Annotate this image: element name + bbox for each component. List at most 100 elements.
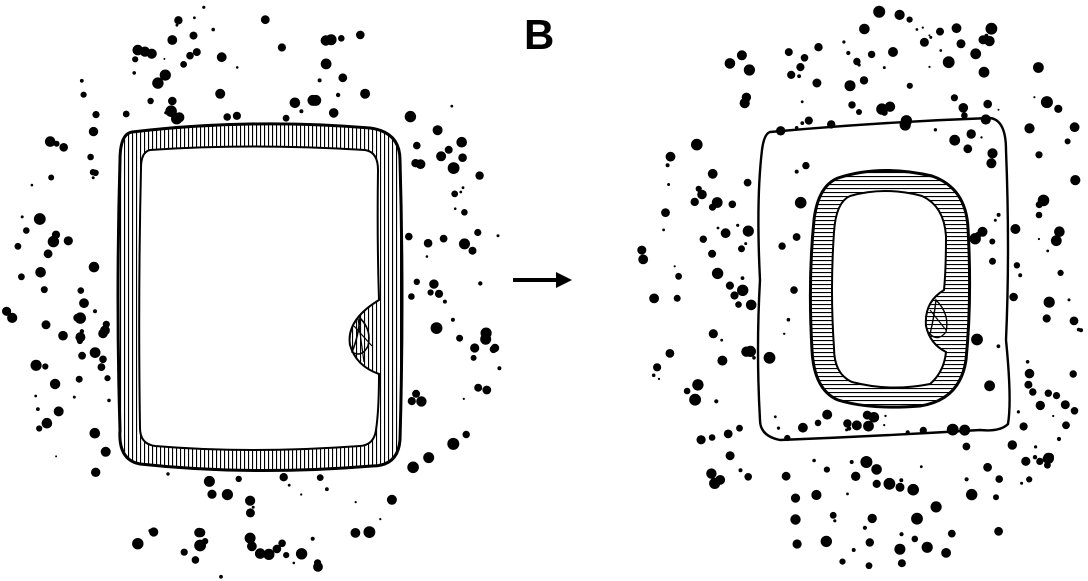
cell-dot	[653, 363, 661, 371]
cell-dot	[876, 103, 887, 114]
cell-dot	[708, 169, 718, 179]
cell-dot	[674, 265, 676, 267]
cell-dot	[736, 224, 739, 227]
cell-dot	[1044, 462, 1051, 469]
cell-dot	[48, 236, 59, 247]
cell-dot	[801, 54, 809, 62]
cell-dot	[859, 24, 870, 35]
cell-dot	[326, 34, 337, 45]
cell-dot	[868, 514, 877, 523]
cell-dot	[1035, 151, 1042, 158]
cell-dot	[15, 243, 22, 250]
cell-dot	[661, 208, 670, 217]
cell-dot	[92, 176, 95, 179]
cell-dot	[697, 190, 707, 200]
cell-dot	[278, 540, 286, 548]
cell-dot	[445, 146, 453, 154]
cell-dot	[471, 355, 477, 361]
cell-dot	[916, 28, 919, 31]
cell-dot	[922, 27, 924, 29]
cell-dot	[31, 184, 34, 187]
cell-dot	[899, 478, 903, 482]
cell-dot	[338, 35, 345, 42]
cell-dot	[637, 246, 646, 255]
cell-dot	[934, 128, 937, 131]
cell-dot	[730, 291, 738, 299]
cell-dot	[947, 424, 959, 436]
cell-dot	[795, 170, 799, 174]
cell-dot	[222, 489, 233, 500]
cell-dot	[774, 415, 777, 418]
cell-dot	[1008, 440, 1017, 449]
cell-dot	[997, 344, 1001, 348]
cell-dot	[196, 528, 205, 537]
cell-dot	[787, 318, 791, 322]
cell-dot	[726, 451, 735, 460]
cell-dot	[967, 129, 976, 138]
cell-dot	[1014, 262, 1020, 268]
cell-dot	[236, 66, 239, 69]
cell-dot	[833, 519, 836, 522]
cell-dot	[152, 77, 163, 88]
cell-dot	[907, 484, 919, 496]
cell-dot	[314, 559, 321, 566]
cell-dot	[714, 399, 718, 403]
cell-dot	[1070, 317, 1079, 326]
cell-dot	[1021, 457, 1030, 466]
cell-dot	[475, 171, 483, 179]
cell-dot	[132, 538, 143, 549]
cell-dot	[245, 496, 255, 506]
cell-dot	[459, 191, 462, 194]
cell-dot	[700, 236, 707, 243]
cell-dot	[163, 58, 165, 60]
cell-dot	[845, 80, 856, 91]
cell-dot	[963, 144, 972, 153]
cell-dot	[423, 452, 434, 463]
cell-dot	[103, 321, 110, 328]
cell-dot	[42, 418, 53, 429]
cell-dot	[744, 473, 752, 481]
cell-dot	[712, 268, 723, 279]
cell-dot	[429, 279, 438, 288]
cell-dot	[793, 233, 801, 241]
cell-dot	[35, 267, 46, 278]
cell-dot	[174, 16, 182, 24]
cell-dot	[90, 428, 101, 439]
cell-dot	[674, 295, 681, 302]
cell-dot	[193, 33, 197, 37]
cell-dot	[329, 108, 339, 118]
cell-dot	[34, 395, 37, 398]
cell-dot	[413, 142, 421, 150]
cell-dot	[80, 79, 84, 83]
cell-dot	[81, 92, 87, 98]
cell-dot	[898, 559, 906, 567]
cell-dot	[863, 411, 872, 420]
cell-dot	[994, 527, 1003, 536]
cell-dot	[1009, 293, 1018, 302]
cell-dot	[223, 113, 231, 121]
cell-dot	[797, 74, 801, 78]
cell-dot	[204, 476, 215, 487]
cell-dot	[782, 472, 791, 481]
cell-dot	[436, 151, 446, 161]
cell-dot	[64, 236, 73, 245]
cell-dot	[98, 329, 108, 339]
cell-dot	[883, 66, 886, 69]
cell-dot	[936, 28, 944, 36]
cell-dot	[78, 352, 86, 360]
cell-dot	[986, 23, 998, 35]
cell-dot	[649, 294, 659, 304]
cell-dot	[957, 39, 966, 48]
cell-dot	[894, 544, 905, 555]
cell-dot	[922, 542, 933, 553]
cell-dot	[36, 425, 42, 431]
cell-dot	[724, 430, 733, 439]
cell-dot	[261, 15, 270, 24]
cell-dot	[666, 152, 676, 162]
cell-dot	[454, 207, 457, 210]
cell-dot	[975, 232, 982, 239]
cell-dot	[846, 51, 850, 55]
cell-dot	[851, 472, 860, 481]
cell-dot	[790, 286, 798, 294]
cell-dot	[777, 427, 780, 430]
